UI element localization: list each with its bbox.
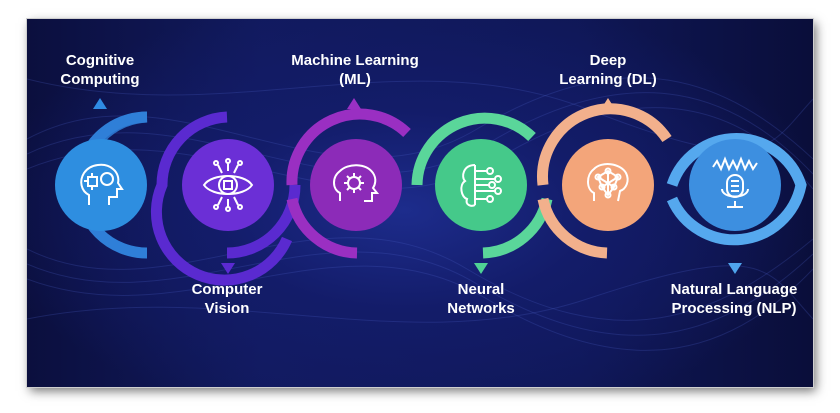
pointer-up-5 bbox=[601, 98, 615, 109]
label-line-2: Learning (DL) bbox=[559, 71, 657, 88]
label-computer-vision: Computer Vision bbox=[168, 280, 286, 318]
pointer-down-4 bbox=[474, 263, 488, 274]
pointer-up-3 bbox=[347, 98, 361, 109]
pointer-down-2 bbox=[221, 263, 235, 274]
node-natural-language-processing bbox=[689, 139, 781, 231]
microphone-wave-icon bbox=[712, 156, 758, 208]
head-gear-icon bbox=[80, 163, 124, 205]
ring-3 bbox=[286, 108, 411, 186]
label-line-2: Networks bbox=[447, 300, 515, 317]
label-line-1: Neural bbox=[457, 281, 505, 298]
label-deep-learning: Deep Learning (DL) bbox=[547, 51, 669, 89]
label-machine-learning: Machine Learning (ML) bbox=[275, 51, 435, 89]
brain-network-icon bbox=[587, 163, 629, 202]
brain-gear-icon bbox=[333, 164, 380, 202]
diagram-panel: Cognitive Computing Computer Vision Mach… bbox=[27, 19, 813, 387]
label-line-2: Processing (NLP) bbox=[671, 300, 797, 317]
ring-5 bbox=[537, 103, 672, 186]
label-cognitive-computing: Cognitive Computing bbox=[41, 51, 159, 89]
label-line-1: Deep bbox=[589, 52, 627, 69]
eye-chip-icon bbox=[202, 158, 254, 212]
ring-2b bbox=[226, 184, 301, 259]
node-machine-learning bbox=[310, 139, 402, 231]
node-cognitive-computing bbox=[55, 139, 147, 231]
ring-4 bbox=[411, 112, 536, 186]
label-line-1: Natural Language bbox=[670, 281, 798, 298]
ring-6 bbox=[666, 133, 807, 246]
label-line-2: (ML) bbox=[339, 71, 371, 88]
ring-5b bbox=[537, 197, 608, 259]
node-deep-learning bbox=[562, 139, 654, 231]
label-line-2: Computing bbox=[60, 71, 140, 88]
label-line-1: Machine Learning bbox=[291, 52, 419, 69]
label-line-1: Computer bbox=[191, 281, 263, 298]
label-line-2: Vision bbox=[204, 300, 250, 317]
pointer-down-6 bbox=[728, 263, 742, 274]
pointer-up-1 bbox=[93, 98, 107, 109]
ring-3b bbox=[286, 197, 358, 259]
neural-network-icon bbox=[460, 164, 502, 207]
label-natural-language-processing: Natural Language Processing (NLP) bbox=[659, 280, 809, 318]
node-computer-vision bbox=[182, 139, 274, 231]
chain-rings bbox=[73, 103, 807, 286]
label-line-1: Cognitive bbox=[65, 52, 135, 69]
node-neural-networks bbox=[435, 139, 527, 231]
ring-2 bbox=[150, 111, 293, 286]
label-neural-networks: Neural Networks bbox=[422, 280, 540, 318]
